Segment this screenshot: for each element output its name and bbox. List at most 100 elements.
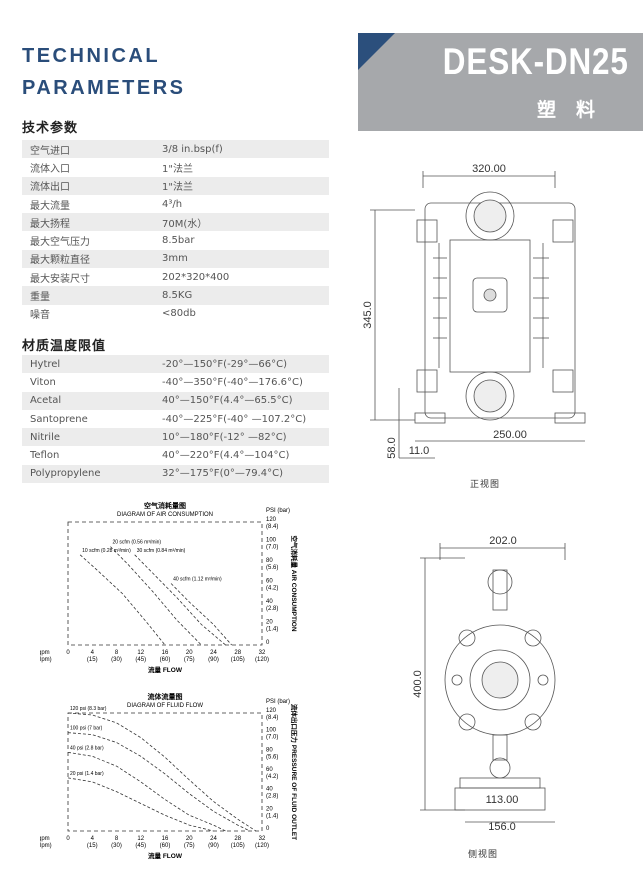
tech-param-row-label: 最大颗粒直径 (22, 249, 154, 269)
series-label: 120 psi (8.3 bar) (70, 706, 107, 712)
x-tick-lpm-label: (105) (231, 657, 245, 663)
x-tick-lpm-label: (60) (160, 843, 171, 849)
x-tick-lpm-label: (90) (208, 657, 219, 663)
dim-side-outer-label: 156.0 (488, 821, 516, 833)
tech-param-row-label: 最大空气压力 (30, 237, 90, 249)
temp-limit-row-value: 40°—150°F(4.4°—65.5°C) (154, 391, 329, 410)
series-label: 30 scfm (0.84 m³/min) (137, 548, 186, 554)
x-tick-lpm-label: (45) (135, 843, 146, 849)
temp-limit-row-label: Viton (30, 376, 56, 388)
chart-subtitle: DIAGRAM OF FLUID FLOW (127, 703, 203, 709)
dim-foot-w-label: 11.0 (409, 445, 430, 457)
x-tick-label: 24 (210, 650, 217, 656)
tech-param-row-value: 3/8 in.bsp(f) (154, 140, 329, 159)
y-tick-bar-label: (5.6) (266, 754, 278, 760)
temp-limits-table: Hytrel-20°—150°F(-29°—66°C)Viton-40°—350… (22, 355, 329, 484)
y-tick-label: 40 (266, 787, 273, 793)
series-line (134, 554, 226, 646)
tech-param-row-label: 最大扬程 (22, 213, 154, 232)
banner-corner-triangle (358, 33, 395, 70)
y-tick-bar-label: (7.0) (266, 545, 278, 551)
temp-limit-row-value: -40°—225°F(-40° —107.2°C) (162, 413, 307, 425)
x-tick-lpm-label: (15) (87, 657, 98, 663)
x-unit-gpm: gpm (40, 650, 50, 656)
temp-limits-title: 材质温度限值 (22, 339, 107, 354)
y-tick-bar-label: (8.4) (266, 715, 278, 721)
series-label: 100 psi (7 bar) (70, 726, 103, 732)
series-label: 10 scfm (0.28 m³/min) (82, 548, 131, 554)
x-tick-label: 8 (115, 650, 119, 656)
x-tick-label: 16 (162, 836, 169, 842)
tech-param-row-label: 重量 (22, 286, 154, 305)
tech-param-row-label: 流体入口 (30, 163, 70, 175)
tech-param-row-label: 最大流量 (30, 200, 70, 212)
tech-param-row-value: 4³/h (162, 198, 183, 210)
tech-param-row-label: 噪音 (30, 310, 50, 322)
series-line (79, 554, 166, 646)
tech-param-row-value: 70M(水） (154, 213, 329, 232)
tech-param-row: 噪音 <80db (22, 305, 329, 323)
temp-limit-row: Hytrel-20°—150°F(-29°—66°C) (22, 355, 329, 374)
tech-param-row-value: <80db (162, 308, 196, 320)
x-tick-label: 32 (259, 650, 266, 656)
tech-param-row: 最大安装尺寸 202*320*400 (22, 268, 329, 286)
y-tick-label: 40 (266, 599, 273, 605)
series-label: 40 scfm (1.12 m³/min) (173, 577, 222, 583)
temp-limit-row-label: Acetal (22, 391, 154, 410)
tech-param-row-label: 空气进口 (22, 140, 154, 159)
x-tick-label: 20 (186, 836, 193, 842)
x-tick-label: 28 (234, 650, 241, 656)
tech-param-row-value: 1"法兰 (154, 176, 329, 195)
temp-limit-row: Santoprene-40°—225°F(-40° —107.2°C) (22, 410, 329, 428)
series-label: 40 psi (2.8 bar) (70, 745, 104, 751)
temp-limit-row-label: Polypropylene (22, 464, 154, 484)
tech-param-row-value: 8.5KG (154, 286, 329, 305)
x-tick-lpm-label: (30) (111, 657, 122, 663)
series-line (67, 777, 214, 832)
y-unit-label: PSI (bar) (266, 508, 290, 514)
y-tick-label: 0 (266, 826, 270, 832)
model-name: DESK-DN25 (443, 41, 629, 82)
temp-limit-row-value: -20°—150°F(-29°—66°C) (154, 355, 329, 374)
y-tick-label: 120 (266, 517, 277, 523)
y-tick-label: 120 (266, 708, 277, 714)
dim-side-height-label: 400.0 (412, 670, 424, 698)
x-tick-lpm-label: (30) (111, 843, 122, 849)
x-tick-label: 8 (115, 836, 119, 842)
dim-side-width-label: 202.0 (489, 535, 517, 547)
temp-limit-row-value: 10°—180°F(-12° —82°C) (154, 428, 329, 447)
y-tick-label: 0 (266, 640, 270, 646)
series-line (67, 732, 251, 832)
side-view-drawing: 202.0 400.0 113.00 156.0 (412, 535, 566, 833)
tech-param-row-value: 1"法兰 (162, 163, 193, 175)
x-axis-label: 流量 FLOW (148, 665, 183, 674)
x-tick-label: 16 (162, 650, 169, 656)
x-tick-lpm-label: (60) (160, 657, 171, 663)
y-tick-bar-label: (7.0) (266, 735, 278, 741)
y-tick-label: 100 (266, 538, 277, 544)
title-line-2: PARAMETERS (22, 77, 186, 99)
series-line (67, 712, 257, 832)
temp-limit-row-label: Teflon (30, 450, 60, 462)
x-tick-lpm-label: (75) (184, 843, 195, 849)
y-tick-label: 60 (266, 767, 273, 773)
tech-param-row-value: 202*320*400 (162, 271, 230, 283)
series-line (67, 751, 226, 832)
x-tick-label: 4 (91, 836, 95, 842)
x-tick-label: 0 (66, 836, 70, 842)
page-title: TECHNICAL PARAMETERS (22, 40, 186, 104)
y-axis-label: 空气消耗量 AIR CONSUMPTION (290, 535, 299, 631)
x-unit-lpm: (lpm) (40, 657, 52, 663)
dim-base-label: 250.00 (493, 429, 527, 441)
tech-param-row: 流体入口 1"法兰 (22, 158, 329, 176)
y-tick-bar-label: (4.2) (266, 774, 278, 780)
tech-param-row-label: 最大安装尺寸 (30, 273, 90, 285)
